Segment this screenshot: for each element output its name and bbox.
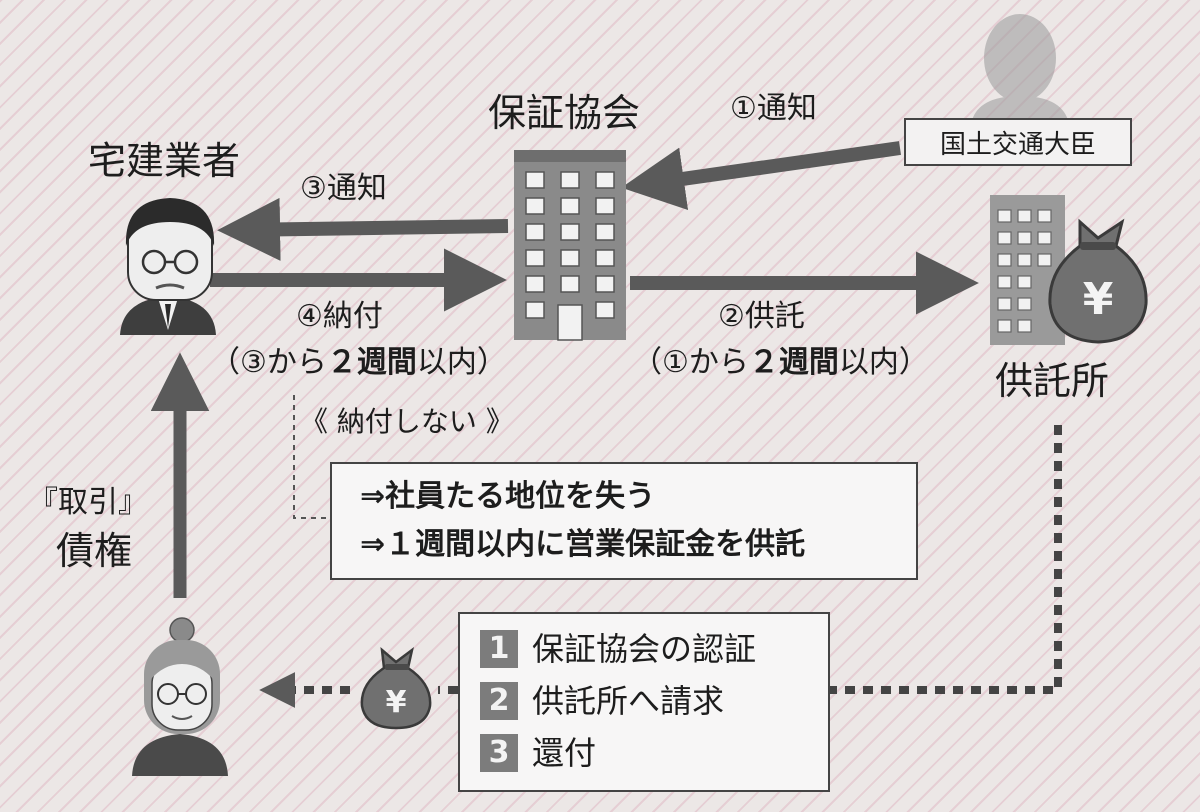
bank-building-icon bbox=[990, 195, 1065, 345]
refund-step-3: 3 還付 bbox=[480, 734, 596, 772]
consequence-2: ⇒１週間以内に営業保証金を供託 bbox=[360, 527, 806, 562]
yen-symbol-large: ¥ bbox=[1083, 274, 1114, 325]
money-bag-icon: ¥ bbox=[1048, 218, 1148, 344]
nonpayment-connector bbox=[293, 395, 330, 519]
woman-icon bbox=[132, 617, 228, 776]
consequence-1: ⇒社員たる地位を失う bbox=[360, 479, 656, 514]
businessman-icon bbox=[120, 198, 216, 335]
refund-step-2: 2 供託所へ請求 bbox=[480, 682, 724, 720]
pay-4-label: ④納付 bbox=[296, 299, 383, 334]
dealer-label: 宅建業者 bbox=[88, 139, 241, 183]
notify-3-label: ③通知 bbox=[300, 171, 387, 206]
deposit-2-deadline: （①から２週間以内） bbox=[632, 345, 929, 380]
yen-symbol-small: ¥ bbox=[386, 685, 407, 720]
nonpayment-label: 《 納付しない 》 bbox=[300, 405, 514, 438]
nonpayment-consequences-box: ⇒社員たる地位を失う ⇒１週間以内に営業保証金を供託 bbox=[330, 462, 918, 580]
step-number-badge: 2 bbox=[480, 682, 518, 720]
deposit-2-label: ②供託 bbox=[718, 299, 805, 334]
claim-label-bottom: 債権 bbox=[56, 529, 133, 573]
association-label: 保証協会 bbox=[488, 91, 641, 135]
step-number-badge: 1 bbox=[480, 630, 518, 668]
person-silhouette-icon bbox=[972, 14, 1068, 120]
minister-label: 国土交通大臣 bbox=[904, 118, 1132, 166]
pay-4-deadline: （③から２週間以内） bbox=[210, 345, 507, 380]
refund-path bbox=[830, 425, 1062, 694]
refund-step-1: 1 保証協会の認証 bbox=[480, 630, 756, 668]
money-bag-icon-small: ¥ bbox=[360, 646, 432, 730]
arrow-notify-1 bbox=[621, 141, 901, 210]
office-building-icon bbox=[514, 150, 626, 341]
deposit-office-label: 供託所 bbox=[995, 359, 1110, 403]
notify-1-label: ①通知 bbox=[730, 91, 817, 126]
step-text: 還付 bbox=[532, 734, 597, 772]
step-number-badge: 3 bbox=[480, 734, 518, 772]
step-text: 保証協会の認証 bbox=[532, 630, 757, 668]
arrow-notify-3 bbox=[217, 197, 509, 261]
step-text: 供託所へ請求 bbox=[532, 682, 725, 720]
claim-label-top: 『取引』 bbox=[28, 485, 148, 520]
refund-steps-box: 1 保証協会の認証 2 供託所へ請求 3 還付 bbox=[458, 612, 830, 792]
